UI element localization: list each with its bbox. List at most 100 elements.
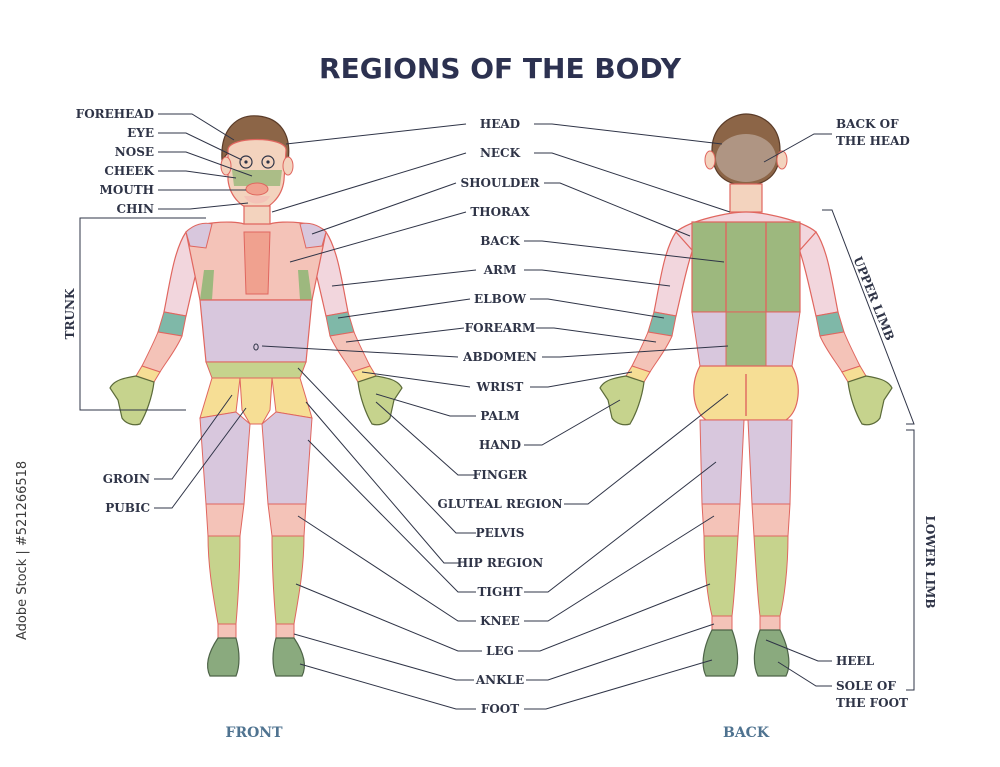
lower-limb-bracket: LOWER LIMB — [906, 429, 937, 691]
label-knee: KNEE — [480, 614, 520, 628]
leader-groin — [154, 394, 233, 480]
front-right-shoulder — [299, 222, 327, 249]
label-gluteal-region: GLUTEAL REGION — [438, 497, 563, 511]
back-of-head-region — [716, 134, 776, 182]
label-wrist: WRIST — [476, 380, 524, 394]
leader-chin — [158, 202, 249, 210]
label-eye: EYE — [127, 126, 154, 140]
back-region — [691, 221, 801, 313]
back-left-thigh — [699, 419, 745, 505]
front-left-flank — [200, 270, 214, 300]
label-foot: FOOT — [481, 702, 519, 716]
front-right-pupil — [266, 160, 270, 164]
label-upper-limb: UPPER LIMB — [850, 254, 896, 342]
leader-back-of-head — [763, 133, 832, 163]
label-forehead: FOREHEAD — [76, 107, 154, 121]
label-pubic: PUBIC — [105, 501, 150, 515]
leader-arm-back — [524, 269, 671, 287]
leader-hand-back — [524, 399, 621, 446]
back-right-ear — [776, 150, 788, 170]
back-right-leg — [753, 535, 789, 617]
front-left-knee — [205, 503, 245, 537]
back-lumbar-flank-right — [765, 311, 801, 367]
label-lower-limb: LOWER LIMB — [923, 515, 937, 608]
label-groin: GROIN — [103, 472, 150, 486]
back-lumbar — [725, 311, 767, 367]
front-left-foot — [206, 637, 240, 677]
leader-wrist-front — [361, 371, 471, 388]
front-left-ankle — [217, 623, 237, 639]
label-hand: HAND — [479, 438, 521, 452]
back-left-ear — [704, 150, 716, 170]
label-sole-line2: THE FOOT — [836, 696, 908, 710]
label-leg: LEG — [486, 644, 514, 658]
front-left-forearm — [141, 331, 183, 373]
label-chin: CHIN — [117, 202, 155, 216]
leader-elbow-front — [337, 298, 471, 319]
leader-knee-back — [524, 515, 715, 622]
leader-back-back — [524, 240, 725, 263]
front-figure — [109, 115, 403, 677]
front-neck — [243, 205, 271, 227]
label-thorax: THORAX — [470, 205, 530, 219]
leader-abdomen-back — [542, 345, 729, 358]
label-tight: TIGHT — [477, 585, 522, 599]
back-figure — [599, 113, 893, 677]
leader-ankle-front — [293, 633, 474, 681]
caption-front: FRONT — [226, 725, 284, 741]
label-palm: PALM — [480, 409, 519, 423]
leader-finger-front — [375, 401, 476, 476]
label-arm: ARM — [483, 263, 517, 277]
label-neck: NECK — [480, 146, 521, 160]
label-sole-line1: SOLE OF — [836, 679, 896, 693]
front-pelvis — [205, 361, 307, 379]
label-trunk: TRUNK — [63, 288, 77, 339]
leader-pelvis-front — [297, 367, 476, 534]
back-neck — [729, 183, 763, 213]
label-shoulder: SHOULDER — [461, 176, 541, 190]
label-finger: FINGER — [473, 468, 528, 482]
leader-leg-back — [518, 583, 711, 652]
front-right-foot — [272, 637, 306, 677]
front-left-ear — [220, 156, 232, 176]
leader-thorax-front — [289, 211, 467, 263]
leader-foot-front — [299, 663, 476, 710]
front-leaders — [261, 123, 482, 710]
front-left-hand — [109, 375, 155, 426]
leader-forearm-back — [536, 327, 657, 343]
leader-head-back — [534, 123, 723, 145]
label-cheek: CHEEK — [104, 164, 154, 178]
front-left-leg — [207, 535, 241, 625]
leader-palm-front — [375, 393, 476, 417]
back-right-thigh — [747, 419, 793, 505]
label-mouth: MOUTH — [100, 183, 154, 197]
label-pelvis: PELVIS — [476, 526, 525, 540]
leader-ankle-back — [526, 623, 715, 681]
left-labels: FOREHEAD EYE NOSE CHEEK MOUTH CHIN GROIN… — [76, 107, 253, 515]
leader-heel — [765, 639, 832, 662]
upper-limb-bracket-line — [822, 209, 915, 425]
label-ankle: ANKLE — [475, 673, 524, 687]
back-left-leg — [703, 535, 739, 617]
back-left-ankle — [711, 615, 733, 631]
back-left-hand — [599, 375, 645, 426]
front-pubic-region — [239, 377, 273, 425]
back-right-forearm — [819, 331, 861, 373]
back-right-knee — [751, 503, 791, 537]
center-labels: HEAD NECK SHOULDER THORAX BACK ARM ELBOW… — [438, 117, 563, 716]
diagram-title: REGIONS OF THE BODY — [319, 52, 682, 85]
back-right-hand — [847, 375, 893, 426]
leader-forearm-front — [345, 327, 465, 343]
leader-neck-front — [271, 152, 467, 213]
leader-pubic — [154, 407, 247, 509]
watermark-text: Adobe Stock | #521266518 — [15, 461, 30, 640]
front-right-flank — [298, 270, 312, 300]
front-right-knee — [267, 503, 307, 537]
trunk-bracket: TRUNK — [63, 217, 206, 411]
label-back-of-head-line2: THE HEAD — [836, 134, 910, 148]
label-abdomen: ABDOMEN — [462, 350, 537, 364]
label-nose: NOSE — [115, 145, 154, 159]
label-hip-region: HIP REGION — [457, 556, 544, 570]
label-forearm: FOREARM — [465, 321, 536, 335]
leader-head-front — [285, 123, 467, 145]
